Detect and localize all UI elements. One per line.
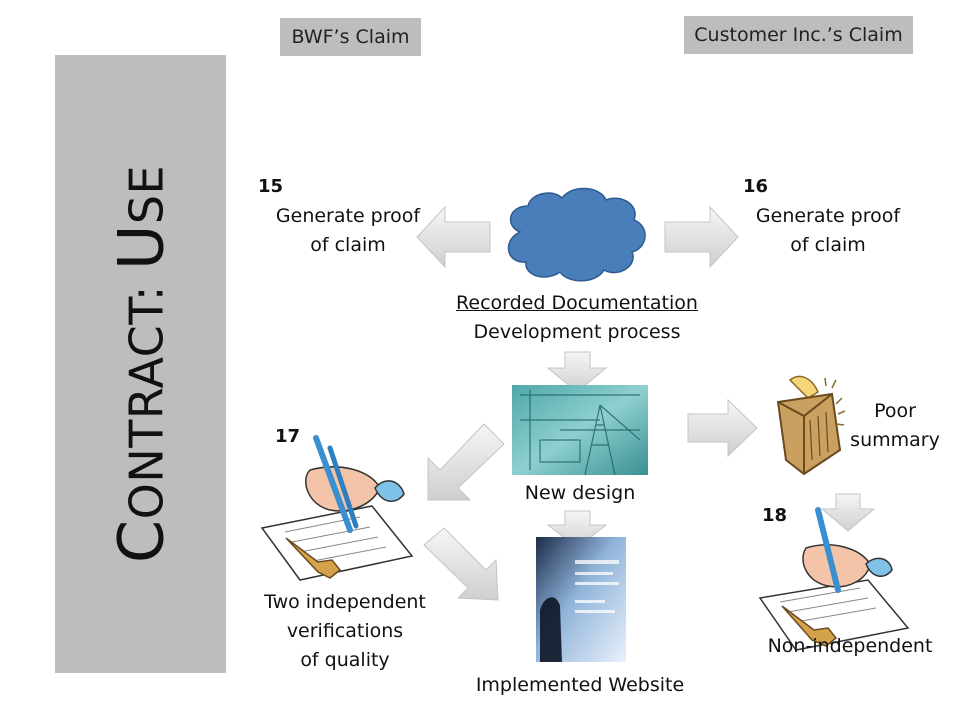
node-17-line3: of quality [300, 649, 390, 671]
node-18-label: Non-independent [767, 635, 933, 657]
node-16-line1: Generate proof [755, 205, 901, 227]
node-15-number: 15 [258, 176, 284, 197]
node-15-line1: Generate proof [275, 205, 421, 227]
poor-summary-label: Poor summary [845, 397, 945, 455]
node-16-line2: of claim [790, 234, 866, 256]
node-15-line2: of claim [310, 234, 386, 256]
bwf-claim-header: BWF’s Claim [280, 18, 421, 56]
node-17-number: 17 [275, 426, 301, 447]
node-17-label: Two independent verifications of quality [250, 588, 440, 675]
customer-claim-header: Customer Inc.’s Claim [684, 16, 913, 54]
implemented-website-label: Implemented Website [475, 674, 685, 696]
sidebar-panel: CONTRACT: USE [55, 55, 226, 673]
node-17-line1: Two independent [264, 591, 426, 613]
center-node-line2: Development process [473, 321, 681, 343]
poor-summary-line2: summary [850, 429, 940, 451]
poor-summary-line1: Poor [874, 400, 916, 422]
website-photo [536, 537, 626, 662]
node-15-label: Generate proof of claim [268, 202, 428, 260]
center-node-line1: Recorded Documentation [456, 292, 698, 314]
node-18-number: 18 [762, 505, 788, 526]
new-design-label: New design [524, 482, 636, 504]
blueprint-image [512, 385, 648, 476]
cloud-icon [507, 187, 646, 282]
node-16-label: Generate proof of claim [748, 202, 908, 260]
arrow-icon [416, 205, 876, 601]
signing-hands-icon [260, 435, 414, 581]
signing-hand-icon [758, 507, 910, 651]
node-16-number: 16 [743, 176, 769, 197]
center-node-label: Recorded Documentation Development proce… [436, 289, 718, 347]
node-17-line2: verifications [286, 620, 404, 642]
shredder-icon [776, 375, 846, 476]
